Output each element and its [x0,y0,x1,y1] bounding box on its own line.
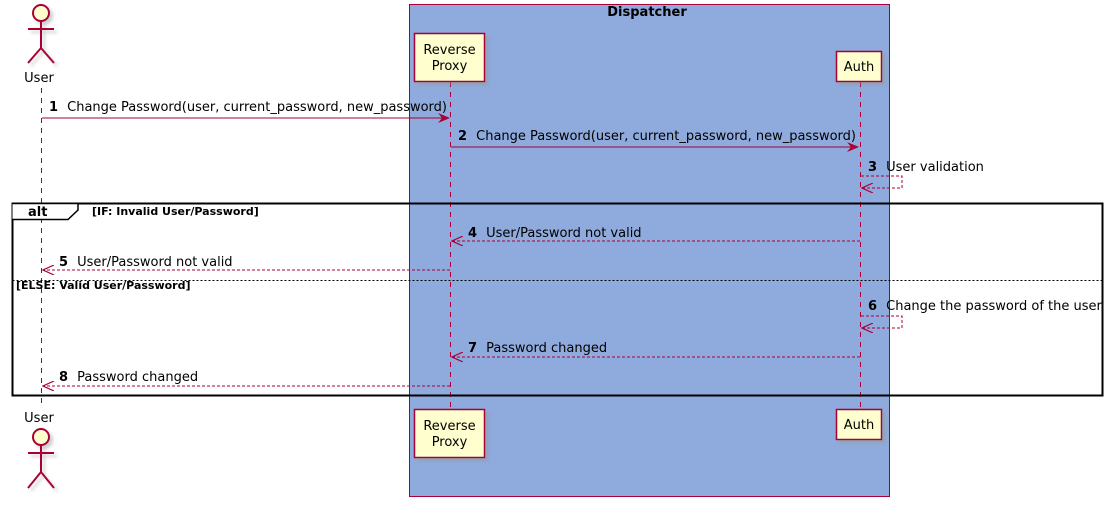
message-2-label: 2 Change Password(user, current_password… [458,125,856,144]
message-8-label: 8 Password changed [59,366,198,385]
message-6-arrow [861,315,903,328]
message-7-text: Password changed [486,341,607,356]
proxy-label-line2-bottom: Proxy [432,435,468,450]
message-4-text: User/Password not valid [486,226,641,241]
actor-icon [27,428,55,489]
message-3: 3 User validation [861,156,984,188]
auth-label-top: Auth [844,60,874,75]
proxy-label-line1-bottom: Reverse [423,419,475,434]
actor-icon [27,4,55,64]
message-8-text: Password changed [77,370,198,385]
reverse-proxy-participant-top: Reverse Proxy [413,32,486,83]
message-4: 4 User/Password not valid [452,222,860,241]
alt-label: alt [28,205,47,220]
alt-condition-else: [ELSE: Valid User/Password] [16,279,191,292]
auth-label-bottom: Auth [844,418,874,433]
message-1-text: Change Password(user, current_password, … [67,100,447,115]
message-3-label: 3 User validation [868,156,984,175]
message-7: 7 Password changed [452,337,860,357]
message-4-number: 4 [468,226,477,241]
message-1-label: 1 Change Password(user, current_password… [49,96,447,115]
message-1-number: 1 [49,100,58,115]
message-6-label: 6 Change the password of the user [868,295,1103,314]
message-3-arrow [861,175,903,188]
dispatcher-box [409,4,890,497]
alt-fragment: alt [IF: Invalid User/Password] [ELSE: V… [11,202,1104,397]
message-2: 2 Change Password(user, current_password… [451,125,859,152]
message-5: 5 User/Password not valid [43,251,450,270]
message-6-text: Change the password of the user [886,299,1102,314]
message-6: 6 Change the password of the user [861,295,1103,328]
message-3-text: User validation [886,160,984,175]
auth-participant-bottom: Auth [835,408,883,441]
alt-fragment-tab [12,202,79,221]
dispatcher-box-title: Dispatcher [607,5,687,20]
message-7-number: 7 [468,341,477,356]
message-2-number: 2 [458,129,467,144]
proxy-label-line2-top: Proxy [432,59,468,74]
message-7-label: 7 Password changed [468,337,607,356]
alt-fragment-frame [11,202,1104,397]
proxy-label-line1-top: Reverse [423,43,475,58]
message-1: 1 Change Password(user, current_password… [42,96,450,123]
message-5-number: 5 [59,255,68,270]
message-5-text: User/Password not valid [77,255,232,270]
user-label-bottom: User [24,411,54,426]
reverse-proxy-participant-bottom: Reverse Proxy [413,408,486,459]
user-actor-bottom: User [24,411,55,489]
message-2-text: Change Password(user, current_password, … [476,129,856,144]
message-8-number: 8 [59,370,68,385]
message-4-label: 4 User/Password not valid [468,222,642,241]
message-6-number: 6 [868,299,877,314]
message-5-label: 5 User/Password not valid [59,251,233,270]
message-3-number: 3 [868,160,877,175]
user-label-top: User [24,71,54,86]
message-8: 8 Password changed [43,366,450,386]
auth-participant-top: Auth [835,50,883,83]
alt-condition-if: [IF: Invalid User/Password] [92,205,259,218]
user-actor-top: User [24,4,55,86]
